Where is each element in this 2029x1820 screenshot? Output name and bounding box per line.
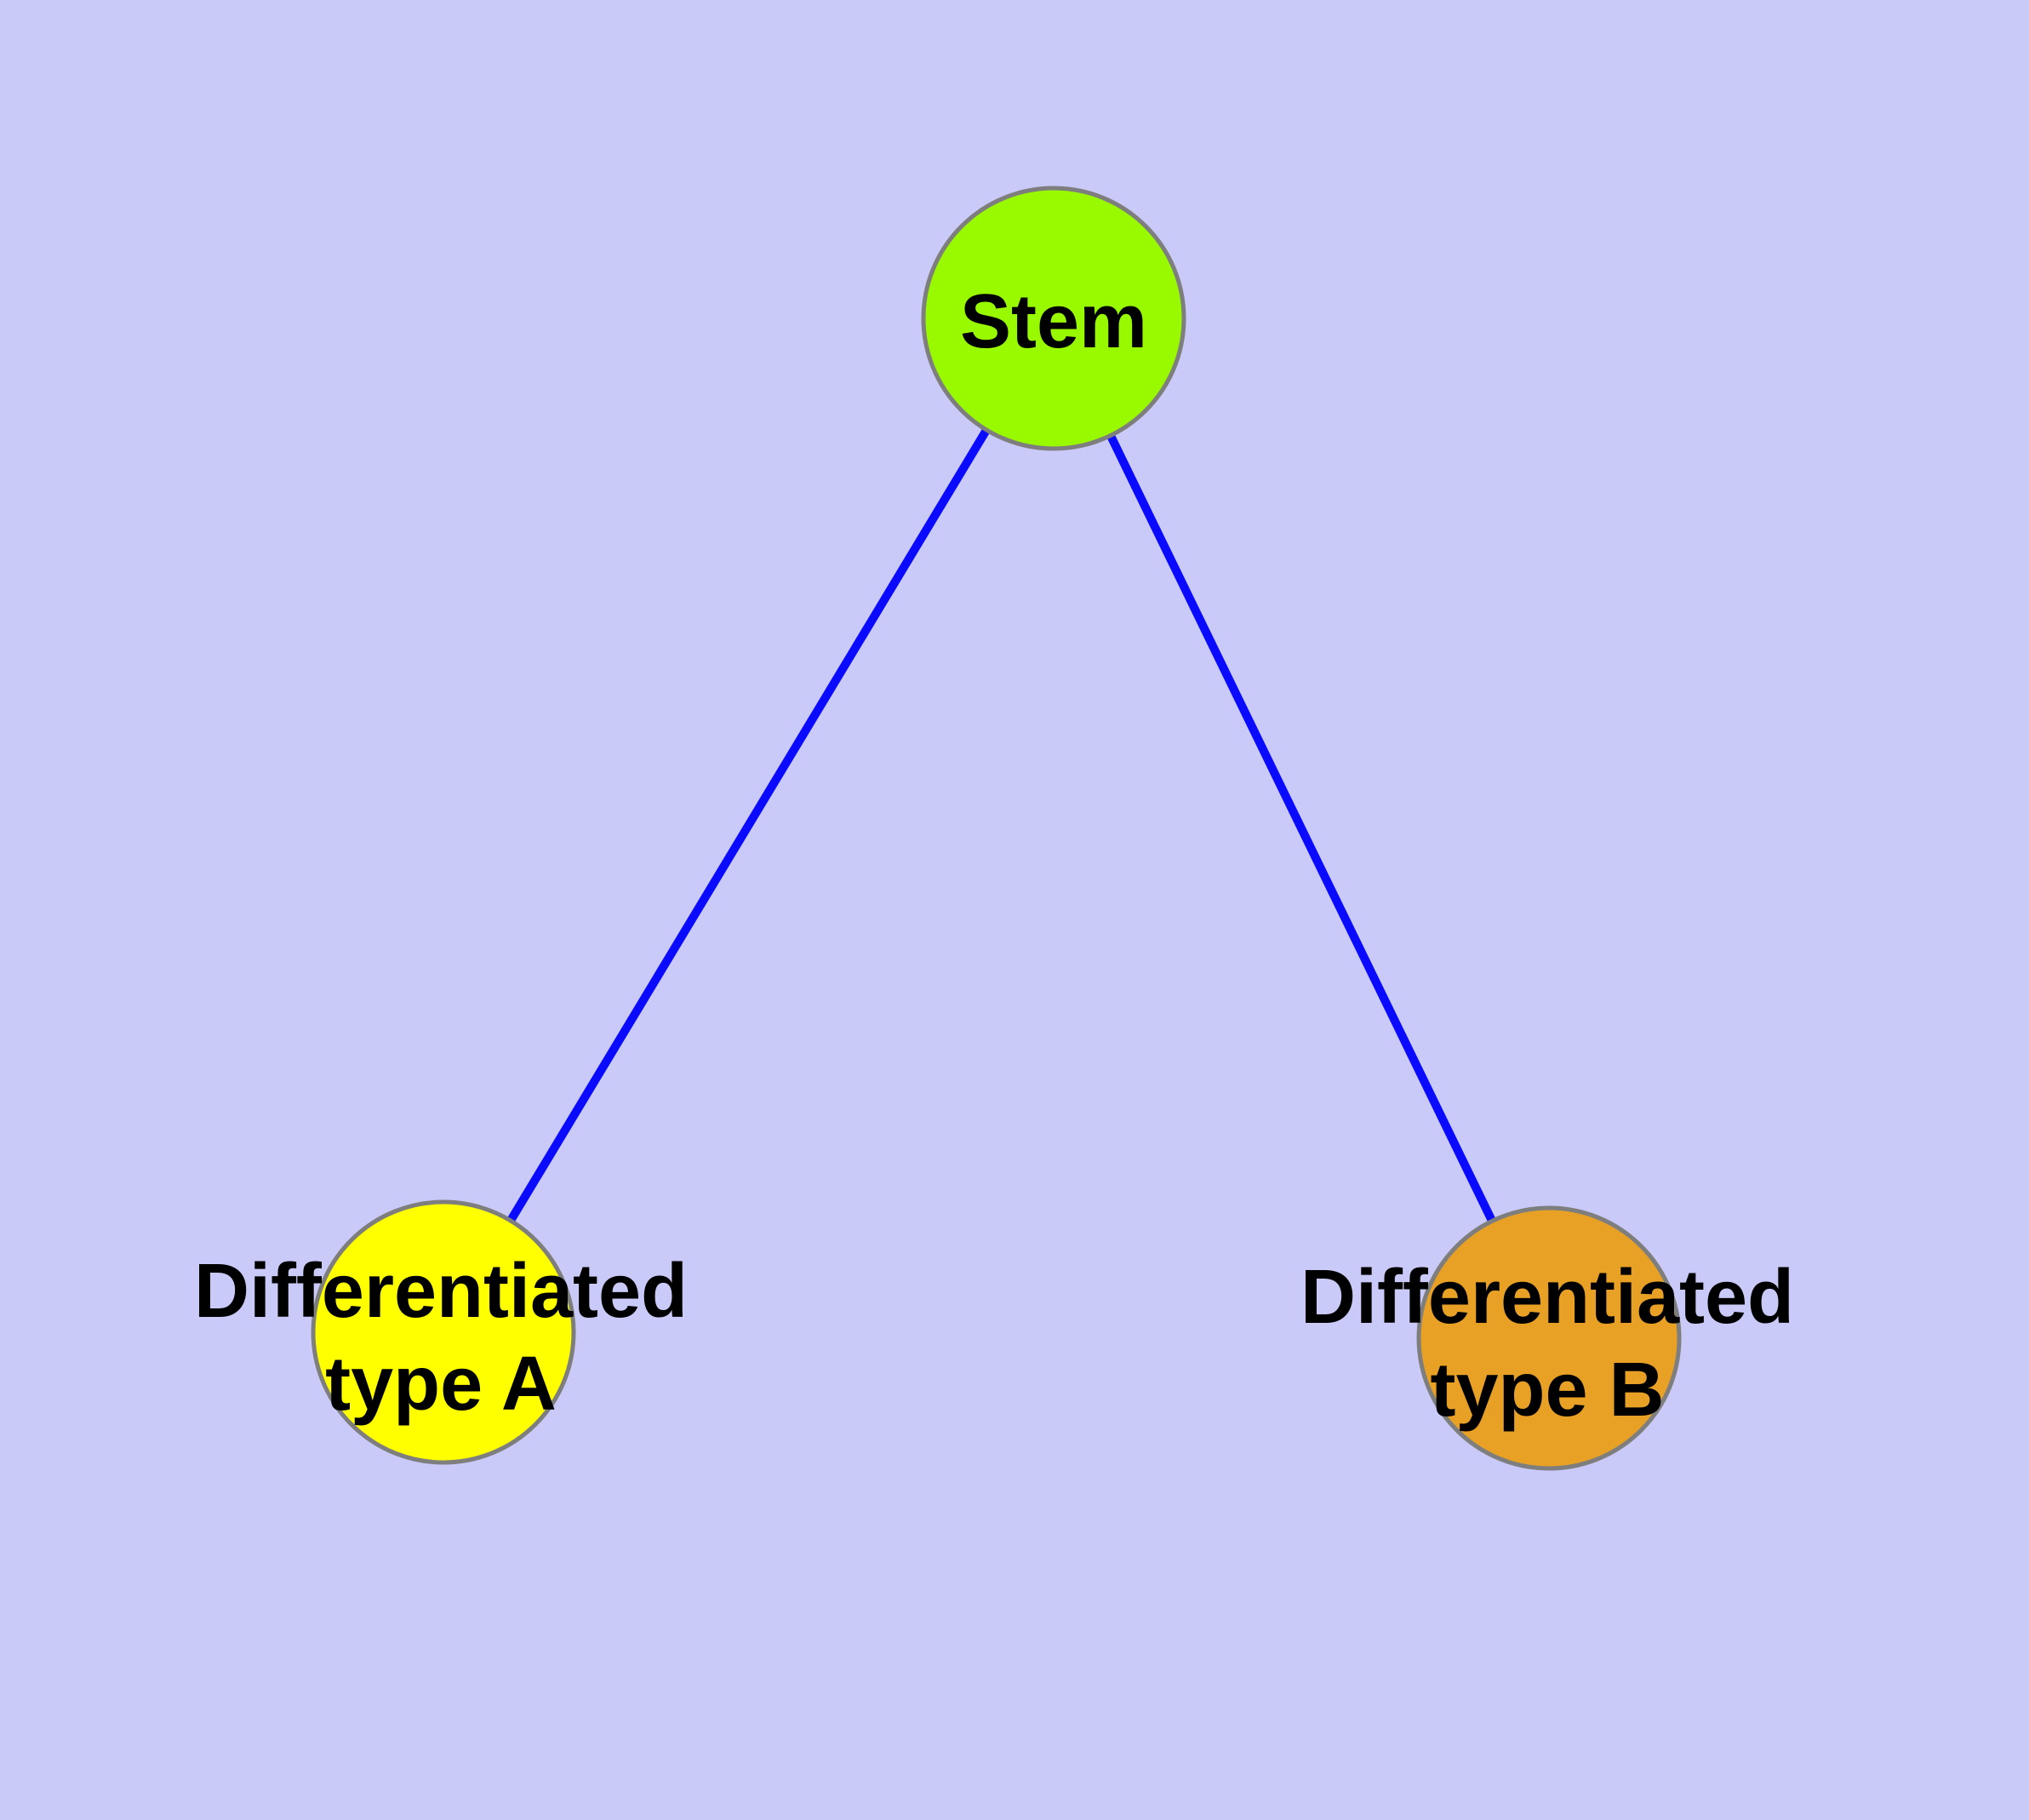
node-label-type-b-line2: type B bbox=[1430, 1348, 1664, 1433]
label-group: Stem Differentiated type A Differentiate… bbox=[194, 279, 1794, 1433]
node-differentiated-type-b bbox=[1416, 1205, 1682, 1471]
node-stem bbox=[921, 186, 1186, 451]
node-differentiated-type-a bbox=[311, 1199, 576, 1465]
edge-stem-to-type-a bbox=[439, 316, 1058, 1335]
edge-stem-to-type-b bbox=[1049, 316, 1553, 1341]
node-group bbox=[311, 186, 1682, 1471]
node-label-stem: Stem bbox=[960, 279, 1147, 364]
node-label-type-b-line1: Differentiated bbox=[1300, 1255, 1794, 1340]
node-label-type-a-line2: type A bbox=[325, 1342, 557, 1427]
edge-group bbox=[439, 316, 1553, 1341]
node-label-type-a-line1: Differentiated bbox=[194, 1249, 688, 1334]
